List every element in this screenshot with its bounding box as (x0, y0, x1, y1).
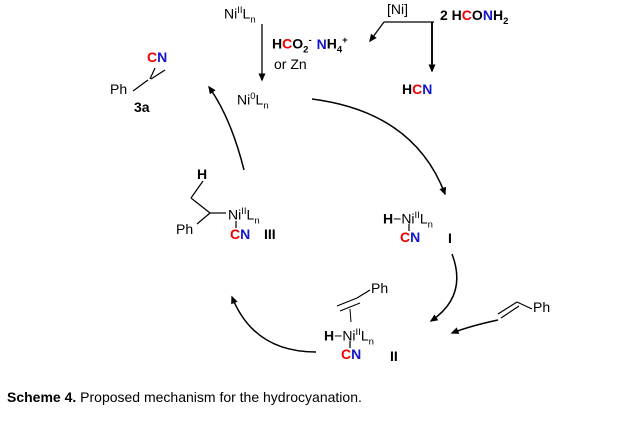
styrene-ph-bond (516, 301, 533, 310)
styrene-double-bond-1 (497, 301, 518, 315)
product-methyl-bond (150, 69, 166, 80)
product-cn-label: CN (147, 50, 167, 65)
formamide-label: 2 HCONH2 (440, 7, 509, 27)
intermediate-i-formula: H−NiIILn (383, 210, 433, 231)
product-ph-bond (132, 79, 149, 92)
nitrogen-atom: N (422, 81, 433, 97)
ii-alkene-bond-1 (336, 297, 358, 307)
ii-alkene-ph-bond (356, 289, 371, 299)
nitrogen-atom: N (240, 226, 251, 242)
intermediate-iii-ph: Ph (176, 221, 194, 237)
iii-h-bond (190, 180, 204, 199)
carbon-atom: C (400, 229, 411, 245)
ii-alkene-bond-2 (339, 302, 361, 312)
nitrogen-atom: N (351, 346, 362, 362)
arc-ni0-to-i (311, 98, 446, 196)
carbon-atom: C (341, 346, 352, 362)
product-ph-label: Ph (110, 81, 128, 97)
hcn-label: HCN (402, 81, 433, 97)
styrene-addition-arrow (450, 319, 499, 334)
product-3a-label: 3a (134, 99, 150, 115)
or-zn-label: or Zn (274, 56, 307, 72)
nitrogen-atom: N (410, 229, 421, 245)
nitrogen-atom: N (157, 49, 168, 65)
intermediate-i-label: I (448, 230, 452, 246)
catalyst-label: [Ni] (387, 1, 408, 17)
product-cn-bond (149, 67, 156, 80)
carbon-atom: C (282, 35, 293, 52)
ni0ln-label: Ni0Ln (237, 91, 269, 112)
styrene-double-bond-2 (500, 305, 520, 319)
arc-iii-to-product (208, 85, 245, 171)
iii-ch2-bond (190, 197, 211, 214)
intermediate-ii-cn: CN (341, 347, 361, 362)
nitrogen-atom: N (482, 7, 493, 23)
carbon-atom: C (461, 7, 472, 23)
intermediate-iii-ni: NiIILn (228, 206, 260, 227)
intermediate-iii-h: H (197, 166, 208, 182)
iii-ph-bond (196, 212, 211, 225)
scheme-caption: Scheme 4. Proposed mechanism for the hyd… (7, 389, 362, 405)
ii-eta-bond (349, 308, 352, 323)
intermediate-ii-ph: Ph (371, 280, 389, 296)
arc-ii-to-iii (231, 295, 317, 353)
byproduct-branch-arrow (369, 21, 385, 43)
intermediate-iii-label: III (264, 226, 276, 242)
nitrogen-atom: N (316, 35, 327, 52)
intermediate-ii-formula: H−NiIILn (324, 327, 374, 348)
carbon-atom: C (230, 226, 241, 242)
intermediate-ii-label: II (390, 348, 398, 364)
intermediate-i-cn: CN (400, 230, 420, 245)
styrene-ph-label: Ph (533, 299, 551, 315)
byproducts-label: HCO2-NH4+ (272, 35, 348, 56)
carbon-atom: C (147, 49, 158, 65)
carbon-atom: C (412, 81, 423, 97)
arc-i-to-ii (429, 253, 458, 322)
intermediate-iii-cn: CN (230, 227, 250, 242)
ni2ln-label: NiIILn (224, 5, 256, 26)
